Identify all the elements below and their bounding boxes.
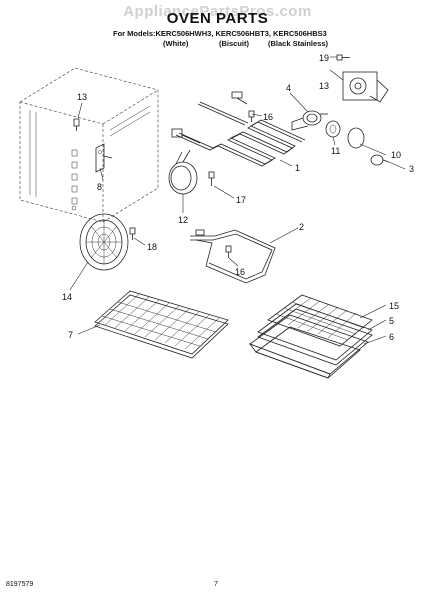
variant-black-stainless: (Black Stainless) <box>268 39 329 48</box>
bulb-3 <box>370 154 390 166</box>
callout-5: 5 <box>389 316 394 326</box>
convection-element-1 <box>171 101 306 167</box>
callout-2: 2 <box>299 222 304 232</box>
callout-19: 19 <box>319 53 329 63</box>
oven-cavity <box>19 67 159 223</box>
bake-element-2 <box>190 229 276 284</box>
callout-1: 1 <box>295 163 300 173</box>
callout-14: 14 <box>62 292 72 302</box>
motor-assembly-13 <box>342 71 389 103</box>
callout-8: 8 <box>97 182 102 192</box>
doc-number: 8197579 <box>6 581 34 588</box>
callout-17: 17 <box>236 195 246 205</box>
broil-pan-insert-5 <box>257 303 373 366</box>
callout-3: 3 <box>409 164 414 174</box>
gasket-11 <box>325 120 341 138</box>
broil-pan-6 <box>248 314 369 379</box>
screw-19 <box>336 54 350 61</box>
callout-13: 13 <box>319 81 329 91</box>
screw-17 <box>208 171 215 186</box>
callout-12: 12 <box>178 215 188 225</box>
callout-4: 4 <box>286 83 291 93</box>
screw-18-upper <box>73 118 80 131</box>
bracket-top <box>231 91 248 105</box>
callout-11: 11 <box>331 146 340 156</box>
variant-biscuit: (Biscuit) <box>219 39 249 48</box>
oven-rack-7 <box>94 290 229 359</box>
callout-16-top: 16 <box>263 112 273 122</box>
fan-shroud-12 <box>168 149 198 195</box>
callout-18-top: 13 <box>77 92 87 102</box>
callout-18-lower: 18 <box>147 242 157 252</box>
page-number: 7 <box>214 581 218 588</box>
bracket-8 <box>95 143 113 173</box>
fan-motor-4 <box>291 110 328 131</box>
callout-6: 6 <box>389 332 394 342</box>
screw-18-lower <box>129 227 136 240</box>
callout-16-lower: 16 <box>235 267 245 277</box>
leader-lines <box>69 56 406 345</box>
lens-10 <box>347 127 365 149</box>
screw-16-lower <box>225 245 232 258</box>
callout-7: 7 <box>68 330 73 340</box>
watermark-text: AppliancePartsPros.com <box>123 3 312 20</box>
screw-16-upper <box>248 110 255 122</box>
models-line: For Models:KERC506HWH3, KERC506HBT3, KER… <box>113 29 327 38</box>
callout-10: 10 <box>391 150 401 160</box>
fan-blade-14 <box>79 213 129 271</box>
variant-white: (White) <box>163 39 189 48</box>
page-title: OVEN PARTS <box>166 10 269 27</box>
callout-15: 15 <box>389 301 399 311</box>
